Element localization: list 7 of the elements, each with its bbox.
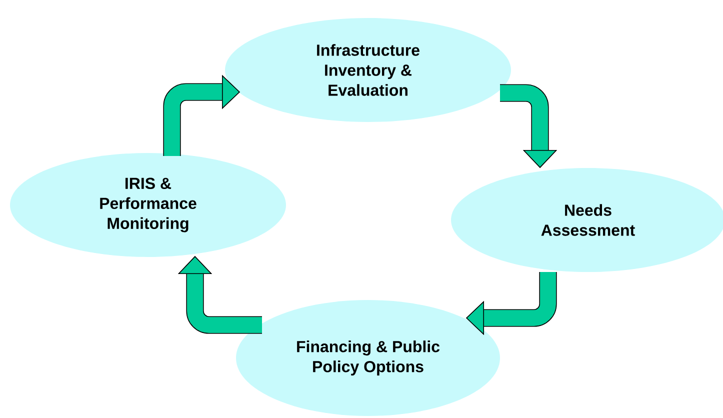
ellipse-node: Infrastructure Inventory & Evaluation (225, 18, 511, 122)
bent-arrow (500, 84, 558, 168)
bent-arrow (466, 272, 557, 336)
bent-arrow (178, 256, 262, 334)
bent-arrow (163, 74, 240, 156)
ellipse-node: IRIS & Performance Monitoring (10, 153, 286, 257)
ellipse-node: Financing & Public Policy Options (236, 300, 500, 416)
